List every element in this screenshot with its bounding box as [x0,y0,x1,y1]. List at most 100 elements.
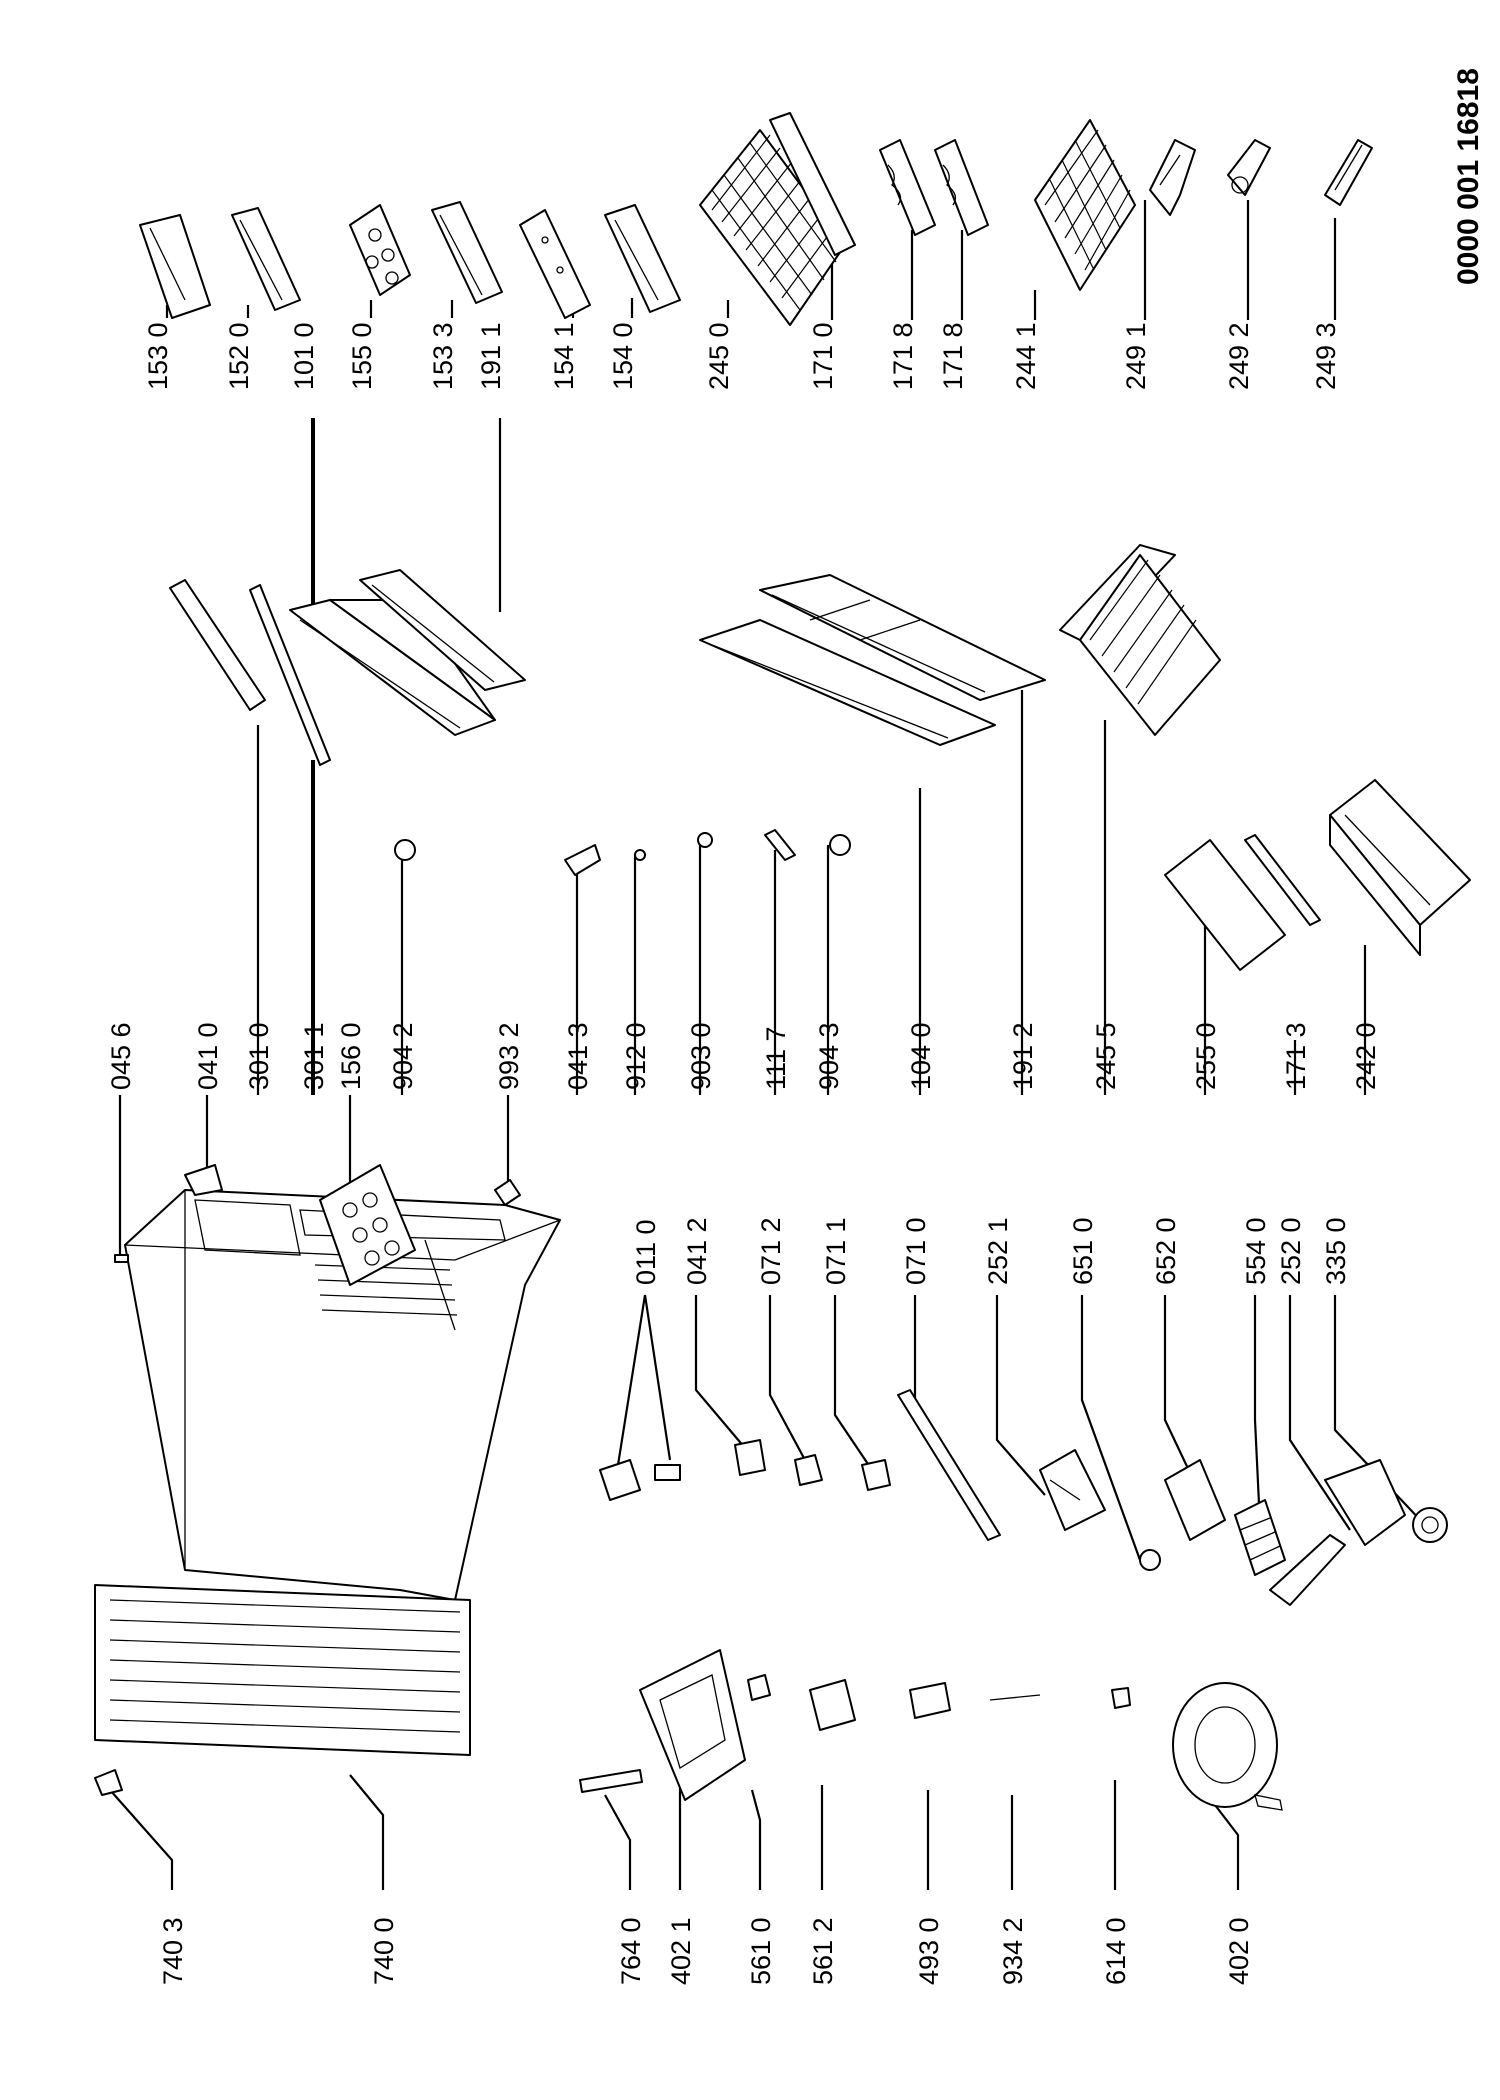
label-912-0: 912 0 [621,1022,651,1090]
label-242-0: 242 0 [1351,1022,1381,1090]
label-301-1: 301 1 [299,1022,329,1090]
label-041-2: 041 2 [682,1217,712,1285]
label-153-0: 153 0 [143,322,173,390]
label-249-3: 249 3 [1311,322,1341,390]
label-903-0: 903 0 [686,1022,716,1090]
part-244-1-grid-shelf-illustration [1034,119,1136,291]
label-255-0: 255 0 [1191,1022,1221,1090]
label-245-5: 245 5 [1091,1022,1121,1090]
label-402-0: 402 0 [1224,1917,1254,1985]
part-cabinet-illustration [124,1189,561,1601]
part-171-3-strip-illustration [1244,834,1321,926]
label-153-3: 153 3 [428,322,458,390]
part-249-1-light-cover-illustration [1149,139,1196,216]
part-255-0-glass-shelf-illustration [1164,839,1286,971]
label-111-7: 111 7 [761,1026,791,1090]
label-614-0: 614 0 [1101,1917,1131,1985]
part-154-0-shelf-illustration [604,204,681,313]
document-number: 0000 001 16818 [1452,68,1485,285]
part-912-0-screw-illustration [634,849,646,861]
part-152-0-bar-illustration [231,207,301,311]
label-191-1: 191 1 [476,322,506,390]
part-561-2-bracket-illustration [809,1679,856,1731]
label-041-3: 041 3 [563,1022,593,1090]
part-245-0-wire-shelf-illustration [699,112,856,326]
part-652-0-relay-illustration [1164,1459,1226,1541]
label-561-0: 561 0 [746,1917,776,1985]
label-652-0: 652 0 [1151,1217,1181,1285]
label-934-2: 934 2 [998,1917,1028,1985]
label-402-1: 402 1 [666,1917,696,1985]
part-252-0-control-housing-illustration [1269,1459,1406,1606]
label-152-0: 152 0 [224,322,254,390]
part-011-0-bolt-illustration [654,1464,681,1481]
part-191-2-gasket-illustration [759,574,1046,701]
label-191-2: 191 2 [1008,1022,1038,1090]
part-171-8-clip-illustration [879,139,936,236]
label-249-2: 249 2 [1224,322,1254,390]
label-071-1: 071 1 [821,1217,851,1285]
part-904-3-foot-illustration [829,834,851,856]
part-301-0-door-strip-illustration [169,579,266,711]
part-335-0-knob-illustration [1412,1507,1448,1543]
part-illustrations [94,112,1471,1811]
part-904-2-foot-illustration [394,839,416,861]
label-554-0: 554 0 [1241,1217,1271,1285]
part-153-0-shelf-illustration [139,214,211,319]
part-156-0-egg-tray-illustration [319,1164,416,1286]
part-171-8-clip-b-illustration [934,139,989,236]
part-041-0-hinge-illustration [184,1164,223,1196]
part-252-1-thermostat-illustration [1039,1449,1106,1531]
part-402-1-compressor-cover-illustration [639,1649,746,1801]
label-171-8-b: 171 8 [938,322,968,390]
label-252-1: 252 1 [983,1217,1013,1285]
label-252-0: 252 0 [1276,1217,1306,1285]
part-249-2-hinge-illustration [1227,139,1271,196]
part-245-5-crisper-shelf-illustration [1059,544,1221,736]
part-104-0-door-illustration [699,619,996,746]
part-071-2-bracket-illustration [794,1454,823,1486]
label-493-0: 493 0 [914,1917,944,1985]
label-041-0: 041 0 [193,1022,223,1090]
part-903-0-cap-illustration [697,832,713,848]
part-071-1-bracket-illustration [861,1459,891,1491]
part-614-0-grommet-illustration [1111,1687,1131,1709]
label-045-6: 045 6 [106,1022,136,1090]
part-740-3-clip-illustration [94,1769,123,1796]
label-011-0: 011 0 [631,1219,661,1285]
label-171-3: 171 3 [1281,1022,1311,1090]
label-101-0: 101 0 [289,322,319,390]
label-249-1: 249 1 [1121,322,1151,390]
part-011-0-hinge-illustration [599,1459,641,1501]
part-045-6-pin-illustration [114,1254,129,1263]
part-934-2-wire-illustration [989,1694,1041,1701]
label-071-2: 071 2 [756,1217,786,1285]
label-171-8: 171 8 [888,322,918,390]
part-764-0-drier-illustration [579,1769,643,1793]
part-071-0-rail-illustration [897,1389,1001,1541]
label-244-1: 244 1 [1011,322,1041,390]
part-153-3-shelf-illustration [431,201,503,304]
part-402-0-compressor-illustration [1172,1682,1283,1811]
label-335-0: 335 0 [1321,1217,1351,1285]
label-155-0: 155 0 [347,322,377,390]
part-993-2-sensor-illustration [494,1179,521,1206]
part-242-0-crisper-drawer-illustration [1329,779,1471,956]
label-740-0: 740 0 [369,1917,399,1985]
label-904-2: 904 2 [388,1022,418,1090]
label-993-2: 993 2 [494,1022,524,1090]
label-245-0: 245 0 [704,322,734,390]
part-301-1-handle-strip-illustration [249,584,331,766]
part-191-1-handle-illustration [519,209,591,319]
part-493-0-block-illustration [909,1682,951,1719]
label-156-0: 156 0 [336,1022,366,1090]
part-554-0-capacitor-illustration [1234,1499,1286,1576]
label-154-1: 154 1 [549,322,579,390]
label-740-3: 740 3 [158,1917,188,1985]
label-904-3: 904 3 [814,1022,844,1090]
part-041-3-hinge-illustration [564,844,601,876]
part-155-0-egg-tray-illustration [349,204,411,296]
part-651-0-lamp-illustration [1139,1549,1161,1571]
label-301-0: 301 0 [244,1022,274,1090]
